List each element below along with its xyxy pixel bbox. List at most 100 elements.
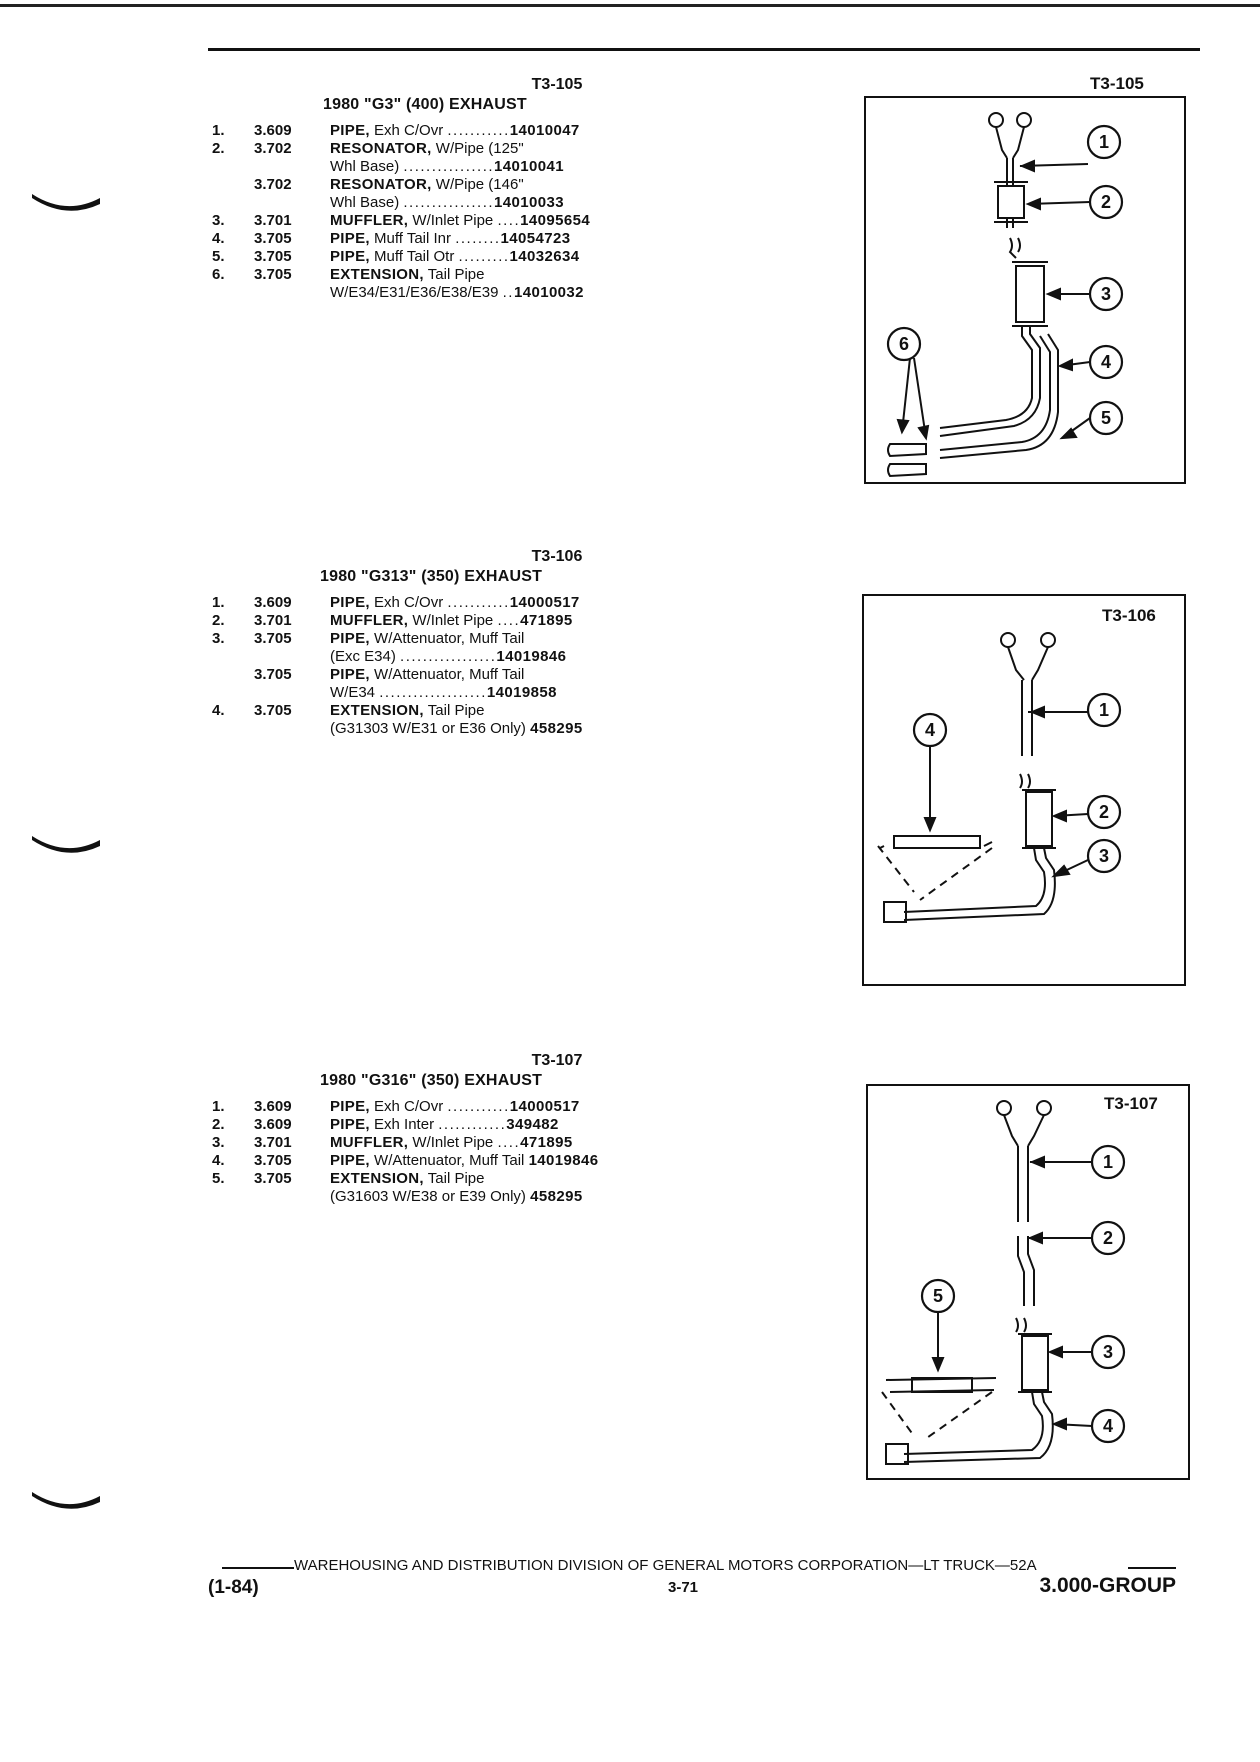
part-detail: Tail Pipe xyxy=(427,1170,485,1187)
part-row: Whl Base) ................14010033 xyxy=(212,194,682,212)
part-name: PIPE, xyxy=(330,248,370,265)
section-code: T3-106 xyxy=(531,548,583,565)
leader-dots: .... xyxy=(497,612,521,629)
group-number: 3.702 xyxy=(254,140,292,157)
part-name: PIPE, xyxy=(330,666,370,683)
callout-3: 3 xyxy=(1103,1342,1113,1362)
part-name: PIPE, xyxy=(330,594,370,611)
part-detail: Tail Pipe xyxy=(427,702,485,719)
part-detail: W/Inlet Pipe xyxy=(412,612,494,629)
part-description: PIPE, W/Attenuator, Muff Tail xyxy=(330,630,682,648)
part-number: 14010041 xyxy=(494,158,564,175)
part-name: PIPE, xyxy=(330,122,370,139)
part-row: W/E34 ...................14019858 xyxy=(212,684,682,702)
part-row: 3. 3.701 MUFFLER, W/Inlet Pipe ....471895 xyxy=(212,1134,682,1152)
leader-dots: ........... xyxy=(447,122,510,139)
part-detail: W/Inlet Pipe xyxy=(412,1134,494,1151)
binder-hole-mark xyxy=(32,836,100,853)
section-code: T3-105 xyxy=(531,76,583,93)
part-description: PIPE, Exh C/Ovr ...........14000517 xyxy=(330,594,682,612)
part-detail: W/Attenuator, Muff Tail xyxy=(374,666,525,683)
item-number: 2. xyxy=(212,612,225,629)
callout-1: 1 xyxy=(1099,132,1109,152)
part-number: 458295 xyxy=(530,720,583,737)
section-code: T3-107 xyxy=(531,1052,583,1069)
item-number: 4. xyxy=(212,1152,225,1169)
part-description: MUFFLER, W/Inlet Pipe ....471895 xyxy=(330,1134,682,1152)
part-description: EXTENSION, Tail Pipe xyxy=(330,1170,682,1188)
callout-3: 3 xyxy=(1101,284,1111,304)
callout-1: 1 xyxy=(1103,1152,1113,1172)
callout-4: 4 xyxy=(1101,352,1111,372)
section-title: 1980 "G313" (350) EXHAUST xyxy=(320,568,543,585)
callout-5: 5 xyxy=(1101,408,1111,428)
part-detail: W/E34 xyxy=(330,684,376,701)
item-number: 1. xyxy=(212,1098,225,1115)
page-number: 3-71 xyxy=(668,1579,699,1596)
part-number: 14054723 xyxy=(500,230,571,247)
item-number: 1. xyxy=(212,122,225,139)
part-name: EXTENSION, xyxy=(330,1170,424,1187)
callout-2: 2 xyxy=(1103,1228,1113,1248)
footer-publisher-line: WAREHOUSING AND DISTRIBUTION DIVISION OF… xyxy=(294,1557,1037,1574)
part-number: 471895 xyxy=(520,1134,573,1151)
part-number: 458295 xyxy=(530,1188,583,1205)
part-description: EXTENSION, Tail Pipe xyxy=(330,702,682,720)
part-description: (G31603 W/E38 or E39 Only) 458295 xyxy=(330,1188,682,1206)
part-description: PIPE, Muff Tail Inr ........14054723 xyxy=(330,230,682,248)
footer-rule-left xyxy=(222,1567,294,1569)
part-name: PIPE, xyxy=(330,230,370,247)
binder-hole-mark xyxy=(32,194,100,211)
part-description: W/E34 ...................14019858 xyxy=(330,684,682,702)
part-description: Whl Base) ................14010041 xyxy=(330,158,682,176)
part-number: 14019846 xyxy=(496,648,567,665)
part-description: PIPE, Exh C/Ovr ...........14010047 xyxy=(330,122,682,140)
part-detail: Whl Base) xyxy=(330,158,400,175)
part-detail: W/Inlet Pipe xyxy=(412,212,494,229)
section-title: 1980 "G3" (400) EXHAUST xyxy=(323,96,527,113)
exhaust-diagram-t3-106: 1 2 3 4 T3-106 xyxy=(862,594,1186,986)
header-rule xyxy=(208,48,1200,51)
leader-dots: ........ xyxy=(455,230,501,247)
group-number: 3.701 xyxy=(254,1134,292,1151)
item-number: 3. xyxy=(212,1134,225,1151)
part-number: 14010047 xyxy=(509,122,580,139)
leader-dots: .. xyxy=(502,284,514,301)
exhaust-system-drawing-icon: 1 2 3 4 xyxy=(877,632,1122,923)
exhaust-system-drawing-icon: 1 2 3 4 5 6 xyxy=(886,112,1124,478)
part-name: MUFFLER, xyxy=(330,212,409,229)
exhaust-diagram-t3-107: 1 2 3 4 5 T3-107 xyxy=(866,1084,1190,1480)
leader-dots: ................... xyxy=(379,684,487,701)
callout-2: 2 xyxy=(1101,192,1111,212)
group-number: 3.705 xyxy=(254,266,292,283)
part-description: W/E34/E31/E36/E38/E39 ..14010032 xyxy=(330,284,682,302)
part-number: 14019846 xyxy=(528,1152,599,1169)
group-number: 3.701 xyxy=(254,612,292,629)
part-name: PIPE, xyxy=(330,1098,370,1115)
part-name: MUFFLER, xyxy=(330,1134,409,1151)
part-number: 349482 xyxy=(506,1116,559,1133)
part-number: 14000517 xyxy=(509,1098,580,1115)
part-detail: Tail Pipe xyxy=(427,266,485,283)
group-number: 3.705 xyxy=(254,1152,292,1169)
part-number: 14000517 xyxy=(509,594,580,611)
part-description: (G31303 W/E31 or E36 Only) 458295 xyxy=(330,720,682,738)
callout-4: 4 xyxy=(925,720,935,740)
exhaust-system-drawing-icon: 1 2 3 4 5 xyxy=(881,1100,1126,1465)
leader-dots: .... xyxy=(497,1134,521,1151)
footer-date: (1-84) xyxy=(208,1577,259,1598)
group-number: 3.702 xyxy=(254,176,292,193)
group-number: 3.705 xyxy=(254,1170,292,1187)
part-description: RESONATOR, W/Pipe (125" xyxy=(330,140,682,158)
diagram-label: T3-105 xyxy=(1090,74,1144,93)
part-detail: Muff Tail Otr xyxy=(374,248,455,265)
